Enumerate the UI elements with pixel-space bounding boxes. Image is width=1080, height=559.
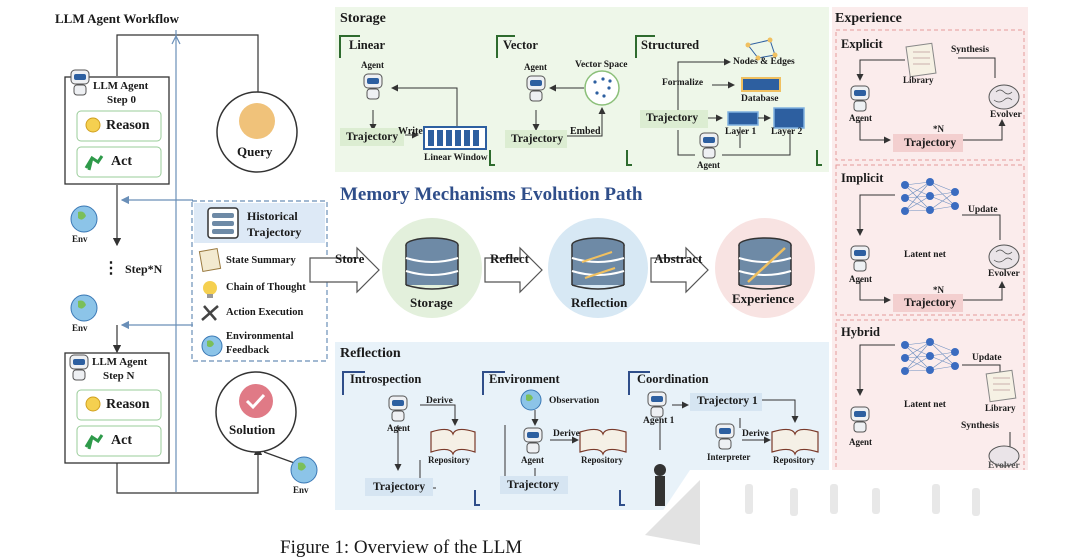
implicit-trajectory: Trajectory	[904, 297, 957, 309]
step0-title-line2: Step 0	[107, 94, 137, 106]
hybrid-agent: Agent	[849, 437, 872, 447]
database-label: Database	[741, 94, 779, 104]
implicit-latent: Latent net	[904, 250, 946, 260]
evo-reflection-label: Reflection	[571, 295, 628, 310]
environment-observation: Observation	[549, 396, 600, 406]
env-label-3: Env	[293, 485, 309, 495]
hybrid-update: Update	[972, 353, 1002, 363]
historical-item: State Summary	[226, 255, 296, 266]
linear-window-label: Linear Window	[424, 153, 488, 163]
structured-agent: Agent	[697, 160, 720, 170]
hybrid-evolver: Evolver	[988, 461, 1020, 471]
coordination-derive: Derive	[742, 429, 769, 439]
evo-experience-label: Experience	[732, 291, 795, 306]
stepN-reason-label: Reason	[106, 397, 150, 412]
evolution-title: Memory Mechanisms Evolution Path	[340, 184, 643, 205]
historical-item: Feedback	[226, 345, 270, 356]
step0-reason-label: Reason	[106, 118, 150, 133]
vector-title: Vector	[503, 38, 538, 52]
introspection-derive: Derive	[426, 396, 453, 406]
workflow-title: LLM Agent Workflow	[55, 11, 179, 26]
reflect-label: Reflect	[490, 251, 529, 266]
implicit-times: *N	[933, 285, 944, 295]
historical-title-line2: Trajectory	[247, 225, 302, 239]
ellipsis-dots: ⋮	[103, 260, 119, 277]
vector-embed: Embed	[570, 126, 601, 137]
linear-trajectory: Trajectory	[346, 131, 399, 143]
historical-title-line1: Historical	[247, 209, 298, 223]
query-label: Query	[237, 144, 273, 159]
explicit-synthesis: Synthesis	[951, 45, 990, 55]
coordination-trajectory1: Trajectory 1	[697, 395, 758, 407]
historical-item: Action Execution	[226, 307, 304, 318]
figure-caption: Figure 1: Overview of the LLM	[280, 537, 523, 558]
historical-item: Environmental	[226, 331, 294, 342]
formalize-label: Formalize	[662, 78, 704, 88]
explicit-trajectory: Trajectory	[904, 137, 957, 149]
implicit-title: Implicit	[841, 171, 884, 185]
introspection-repository: Repository	[428, 455, 470, 465]
vector-space-label: Vector Space	[575, 60, 628, 70]
experience-title: Experience	[835, 11, 902, 26]
introspection-trajectory: Trajectory	[373, 481, 426, 493]
explicit-evolver: Evolver	[990, 110, 1022, 120]
hybrid-latent: Latent net	[904, 400, 946, 410]
layer1-label: Layer 1	[725, 127, 757, 137]
step0-act-label: Act	[111, 154, 132, 169]
explicit-title: Explicit	[841, 37, 883, 51]
stepN-title-line2: Step N	[103, 370, 135, 382]
store-label: Store	[335, 251, 365, 266]
linear-title: Linear	[349, 38, 386, 52]
hybrid-synthesis: Synthesis	[961, 421, 1000, 431]
environment-derive: Derive	[553, 429, 580, 439]
explicit-library: Library	[903, 75, 934, 85]
implicit-agent: Agent	[849, 274, 872, 284]
coordination-agent1: Agent 1	[643, 416, 675, 426]
explicit-agent: Agent	[849, 113, 872, 123]
abstract-label: Abstract	[654, 251, 703, 266]
introspection-title: Introspection	[350, 372, 422, 386]
implicit-evolver: Evolver	[988, 269, 1020, 279]
environment-agent: Agent	[521, 455, 544, 465]
layer2-label: Layer 2	[771, 127, 803, 137]
env-label-2: Env	[72, 323, 88, 333]
hybrid-title: Hybrid	[841, 325, 880, 339]
implicit-update: Update	[968, 205, 998, 215]
env-label-1: Env	[72, 234, 88, 244]
step-n-label: Step*N	[125, 262, 163, 276]
linear-agent: Agent	[361, 60, 384, 70]
historical-item: Chain of Thought	[226, 282, 306, 293]
environment-title: Environment	[489, 372, 560, 386]
storage-title: Storage	[340, 11, 386, 26]
coordination-interpreter: Interpreter	[707, 452, 751, 462]
nodes-edges-label: Nodes & Edges	[733, 57, 795, 67]
evo-storage-label: Storage	[410, 295, 453, 310]
environment-repository: Repository	[581, 455, 623, 465]
coordination-title: Coordination	[637, 372, 709, 386]
reflection-title: Reflection	[340, 346, 401, 361]
structured-title: Structured	[641, 38, 700, 52]
explicit-times: *N	[933, 124, 944, 134]
linear-write: Write	[398, 126, 423, 137]
stepN-title-line1: LLM Agent	[92, 356, 148, 368]
introspection-agent: Agent	[387, 423, 410, 433]
step0-title-line1: LLM Agent	[93, 80, 149, 92]
vector-trajectory: Trajectory	[511, 133, 564, 145]
solution-label: Solution	[229, 422, 276, 437]
hybrid-library: Library	[985, 403, 1016, 413]
environment-trajectory: Trajectory	[507, 479, 560, 491]
stepN-act-label: Act	[111, 433, 132, 448]
structured-trajectory: Trajectory	[646, 112, 699, 124]
coordination-repository: Repository	[773, 455, 815, 465]
vector-agent: Agent	[524, 62, 547, 72]
